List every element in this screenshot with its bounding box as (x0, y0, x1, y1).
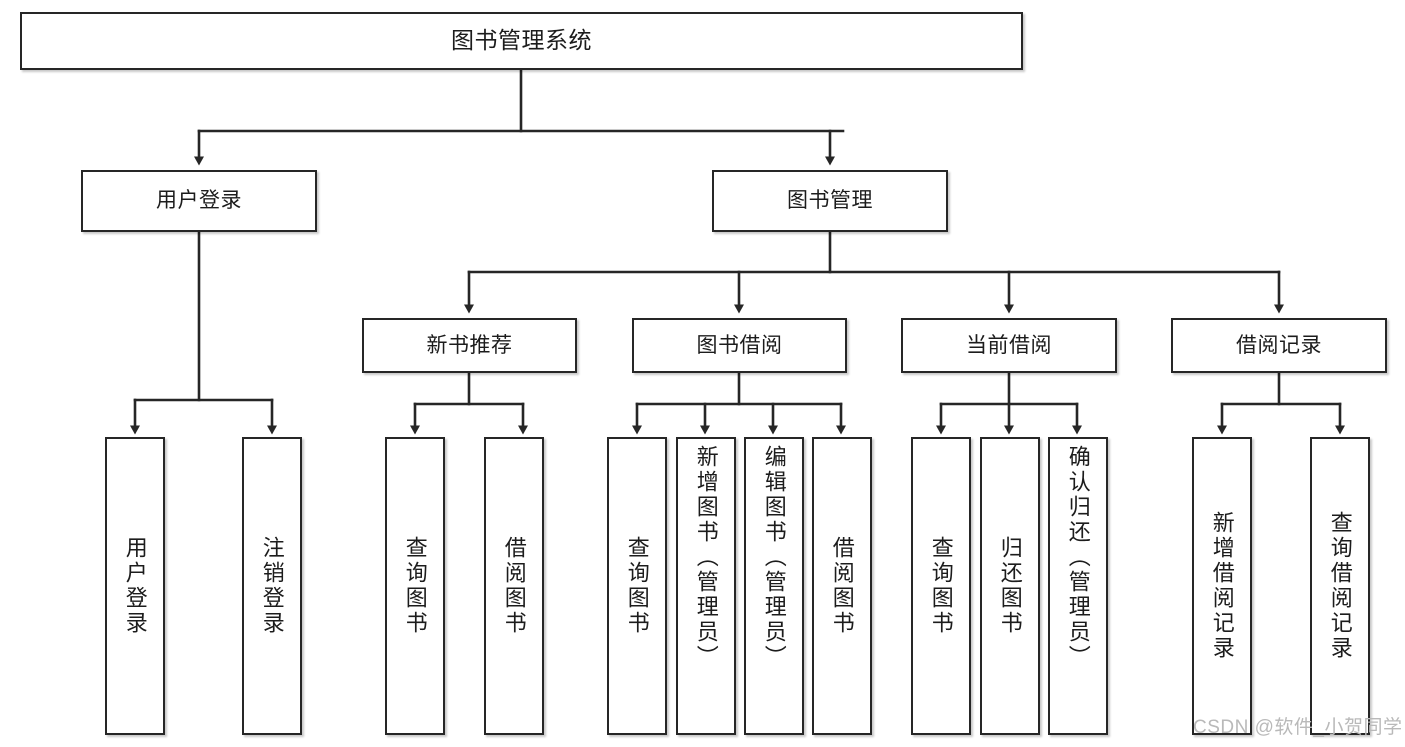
node-root[interactable]: 图书管理系统 (20, 12, 1023, 70)
node-leaf-query-book-2-label: 查询图书 (624, 536, 650, 636)
node-new-book-recommend-label: 新书推荐 (426, 333, 513, 357)
node-current-borrow[interactable]: 当前借阅 (901, 318, 1117, 373)
node-leaf-return-book[interactable]: 归还图书 (980, 437, 1040, 735)
node-leaf-add-book[interactable]: 新增图书（管理员） (676, 437, 736, 735)
node-borrow-record-label: 借阅记录 (1236, 333, 1322, 357)
node-user-login[interactable]: 用户登录 (81, 170, 317, 232)
node-leaf-borrow-book-2-label: 借阅图书 (829, 536, 855, 636)
node-user-login-label: 用户登录 (156, 189, 242, 213)
node-leaf-borrow-book-1[interactable]: 借阅图书 (484, 437, 544, 735)
node-leaf-query-book-1-label: 查询图书 (402, 536, 428, 636)
node-leaf-confirm-return-label: 确认归还（管理员） (1065, 445, 1091, 670)
node-book-borrow-label: 图书借阅 (696, 333, 783, 357)
node-book-manage[interactable]: 图书管理 (712, 170, 948, 232)
node-borrow-record[interactable]: 借阅记录 (1171, 318, 1387, 373)
node-leaf-user-login[interactable]: 用户登录 (105, 437, 165, 735)
node-leaf-edit-book[interactable]: 编辑图书（管理员） (744, 437, 804, 735)
node-leaf-query-record[interactable]: 查询借阅记录 (1310, 437, 1370, 735)
node-new-book-recommend[interactable]: 新书推荐 (362, 318, 577, 373)
node-leaf-query-book-3-label: 查询图书 (928, 536, 954, 636)
node-leaf-borrow-book-2[interactable]: 借阅图书 (812, 437, 872, 735)
node-root-label: 图书管理系统 (451, 27, 592, 54)
node-current-borrow-label: 当前借阅 (966, 333, 1052, 357)
node-leaf-return-book-label: 归还图书 (997, 536, 1023, 636)
node-leaf-edit-book-label: 编辑图书（管理员） (761, 445, 787, 670)
node-leaf-borrow-book-1-label: 借阅图书 (501, 536, 527, 636)
node-leaf-add-book-label: 新增图书（管理员） (693, 445, 719, 670)
node-leaf-add-record[interactable]: 新增借阅记录 (1192, 437, 1252, 735)
node-leaf-query-book-2[interactable]: 查询图书 (607, 437, 667, 735)
watermark: CSDN @软件_小贺同学 (1193, 717, 1403, 738)
node-leaf-confirm-return[interactable]: 确认归还（管理员） (1048, 437, 1108, 735)
node-book-borrow[interactable]: 图书借阅 (632, 318, 847, 373)
node-leaf-query-book-3[interactable]: 查询图书 (911, 437, 971, 735)
node-leaf-user-login-label: 用户登录 (122, 536, 148, 636)
node-book-manage-label: 图书管理 (787, 189, 873, 213)
node-leaf-query-record-label: 查询借阅记录 (1327, 511, 1353, 661)
node-leaf-logout[interactable]: 注销登录 (242, 437, 302, 735)
node-leaf-query-book-1[interactable]: 查询图书 (385, 437, 445, 735)
node-leaf-logout-label: 注销登录 (259, 536, 285, 636)
node-leaf-add-record-label: 新增借阅记录 (1209, 511, 1235, 661)
